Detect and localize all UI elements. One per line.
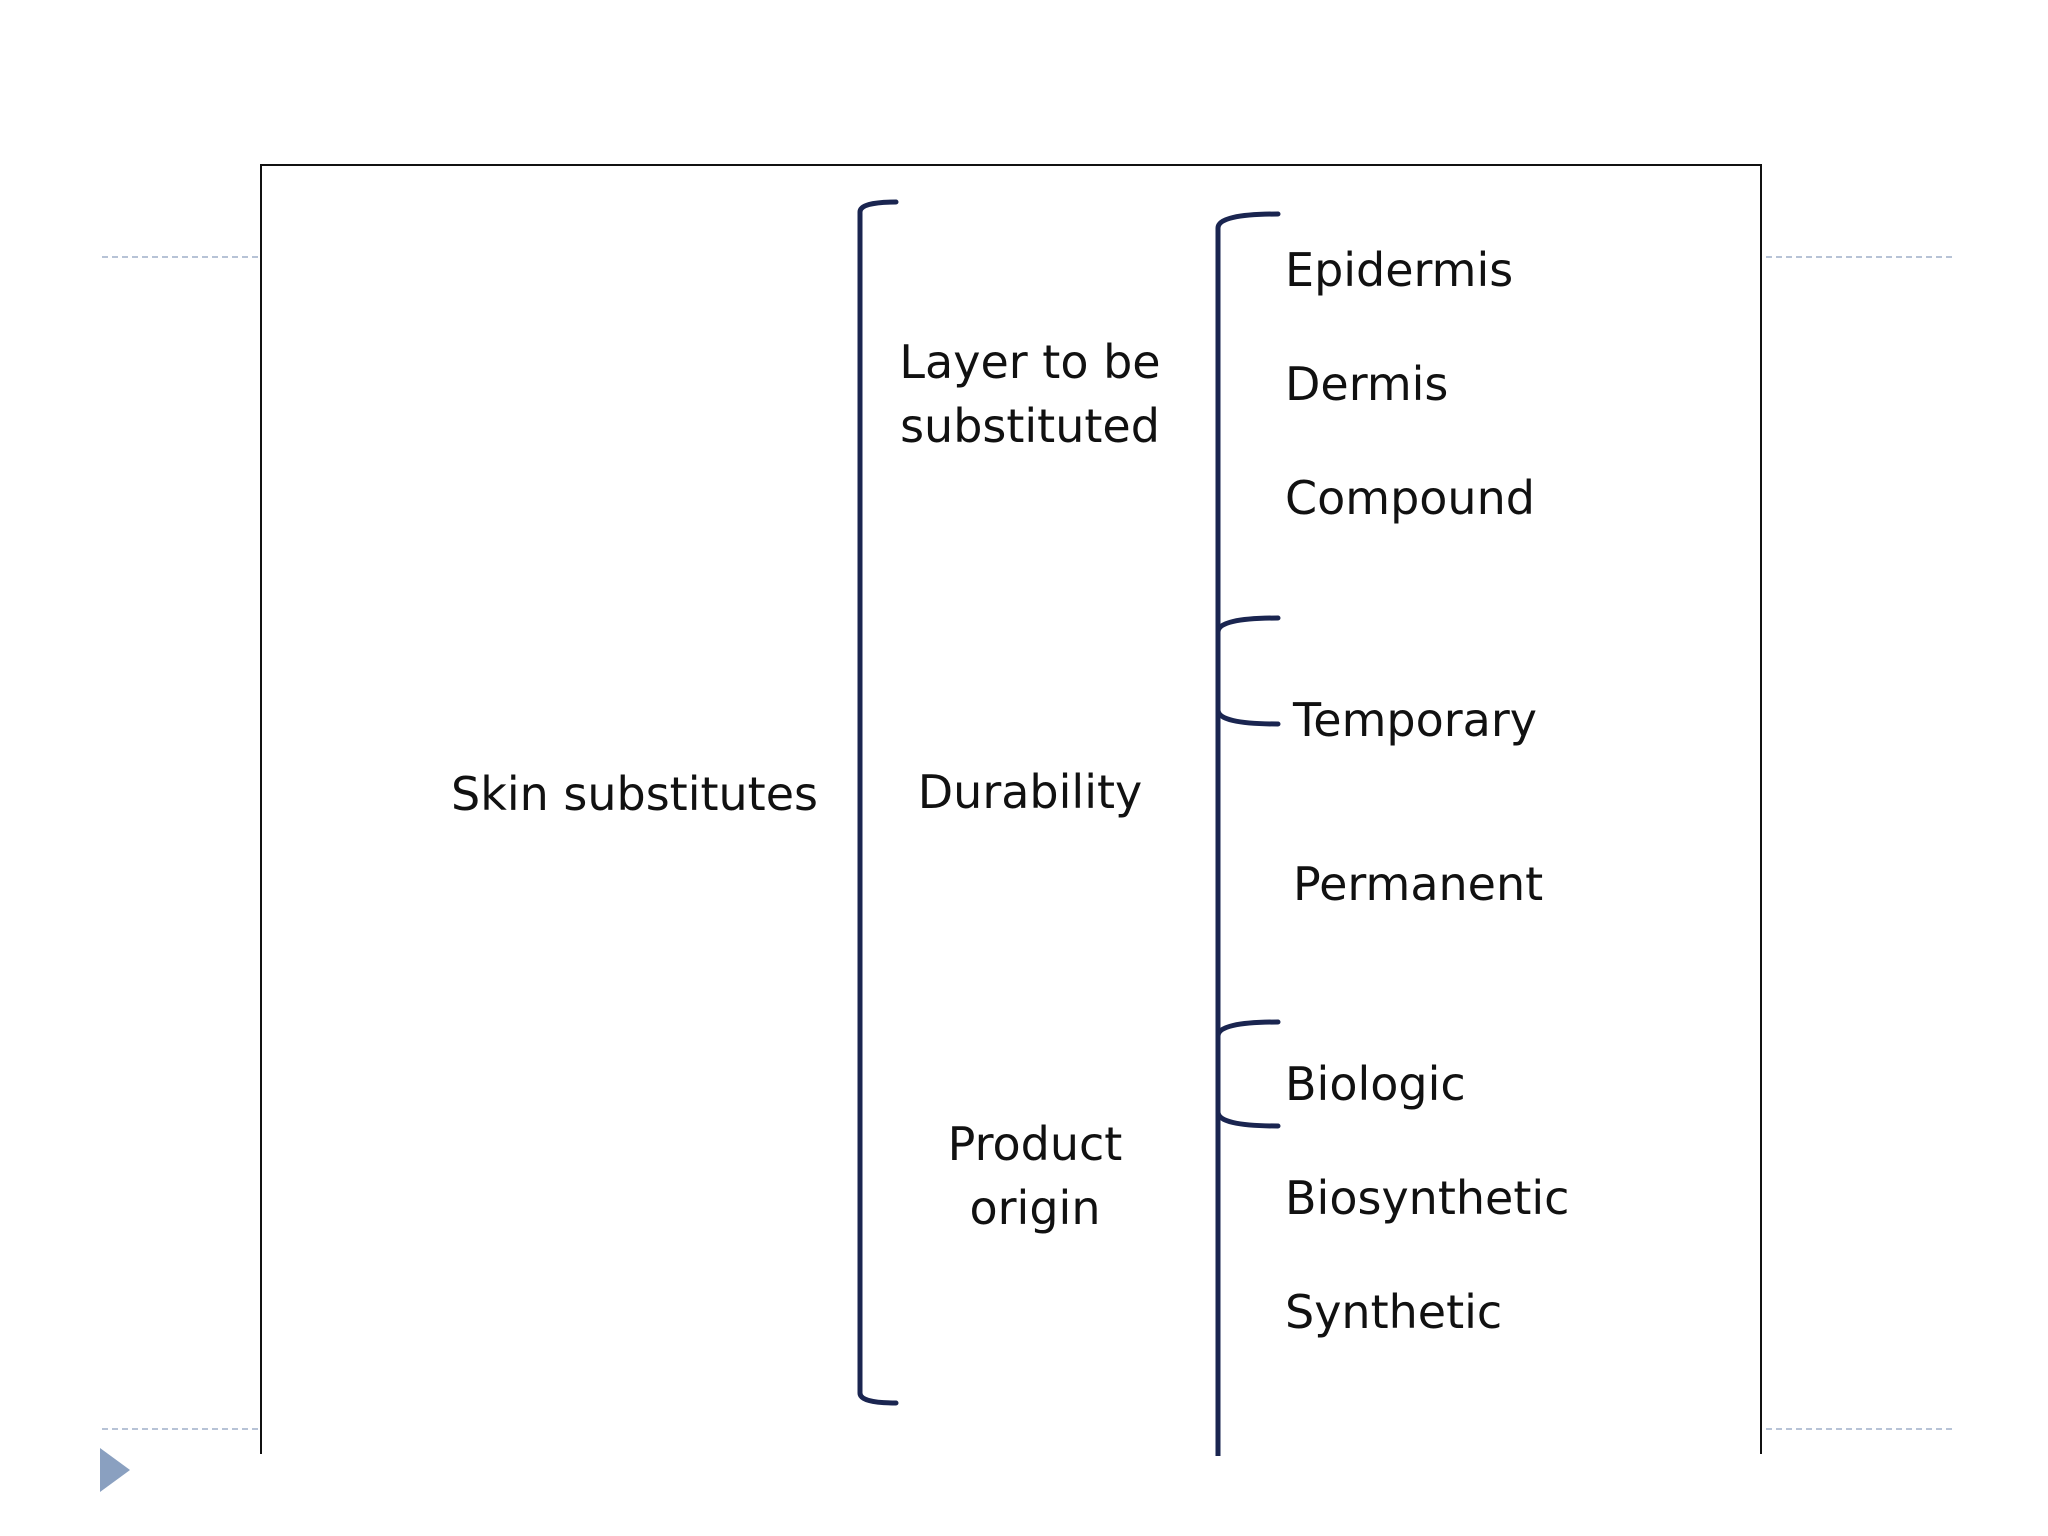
leaf-item: Temporary: [1293, 693, 1537, 747]
guide-line-top-right: [1766, 256, 1952, 258]
main-bracket: [857, 199, 899, 1406]
sub-bracket-layer: [1215, 211, 1281, 727]
category-label-durability: Durability: [918, 760, 1142, 824]
leaf-item: Permanent: [1293, 857, 1544, 911]
category-label-line: origin: [969, 1181, 1101, 1235]
guide-line-bottom-right: [1766, 1428, 1952, 1430]
play-triangle-icon: [100, 1448, 130, 1492]
category-label-line: substituted: [900, 399, 1160, 453]
leaf-item: Biologic: [1285, 1057, 1466, 1111]
category-label-layer: Layer to be substituted: [899, 330, 1160, 458]
category-label-line: Durability: [917, 765, 1143, 819]
leaf-item: Synthetic: [1285, 1285, 1503, 1339]
leaf-item: Biosynthetic: [1285, 1171, 1570, 1225]
guide-line-top-left: [102, 256, 258, 258]
bracket-layer: [857, 199, 1281, 1456]
root-label: Skin substitutes: [451, 767, 818, 821]
sub-bracket-durability: [1215, 615, 1281, 1129]
diagram-frame: [260, 164, 1762, 1456]
leaf-item: Epidermis: [1285, 243, 1514, 297]
leaf-item: Dermis: [1285, 357, 1449, 411]
sub-bracket-origin: [1215, 1019, 1281, 1456]
guide-line-bottom-left: [102, 1428, 258, 1430]
category-label-line: Layer to be: [899, 335, 1161, 389]
category-label-origin: Product origin: [948, 1112, 1123, 1240]
category-label-line: Product: [947, 1117, 1123, 1171]
leaf-item: Compound: [1285, 471, 1535, 525]
